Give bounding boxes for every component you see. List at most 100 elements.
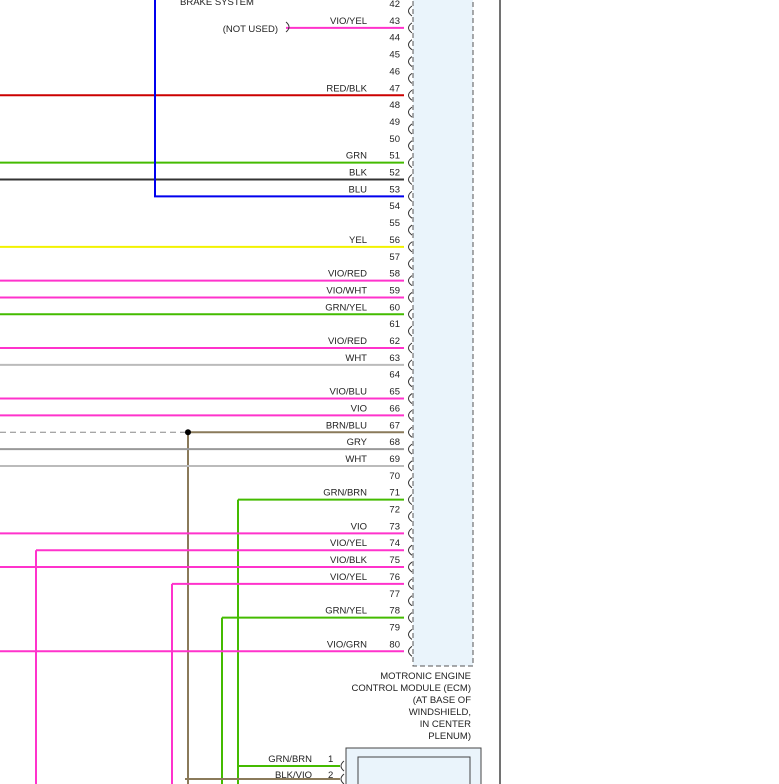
pin-terminal-icon xyxy=(408,5,413,17)
pin-number: 75 xyxy=(389,555,400,566)
brake-system-label: BRAKE SYSTEM xyxy=(180,0,254,8)
pin-number: 62 xyxy=(389,336,400,347)
connector-terminal-icon xyxy=(340,773,345,784)
pin-number: 73 xyxy=(389,521,400,532)
wire-label: VIO/RED xyxy=(328,269,367,280)
pin-terminal-icon xyxy=(408,443,413,455)
pin-number: 69 xyxy=(389,454,400,465)
pin-number: 52 xyxy=(389,168,400,179)
pin-number: 56 xyxy=(389,235,400,246)
wire-label: VIO/WHT xyxy=(326,285,367,296)
wire-label: VIO xyxy=(351,521,367,532)
connector-wire-label: GRN/BRN xyxy=(268,754,312,765)
pin-number: 78 xyxy=(389,606,400,617)
wire xyxy=(154,0,404,198)
pin-terminal-icon xyxy=(408,39,413,51)
pin-number: 49 xyxy=(389,117,400,128)
pin-terminal-icon xyxy=(408,527,413,539)
pin-terminal-icon xyxy=(408,56,413,67)
pin-terminal-icon xyxy=(408,460,413,472)
pin-number: 74 xyxy=(389,538,400,549)
pin-terminal-icon xyxy=(408,561,413,573)
wire-label: VIO/GRN xyxy=(327,639,367,650)
not-used-label: (NOT USED) xyxy=(223,24,278,35)
ecm-module-body xyxy=(412,0,474,667)
pin-terminal-icon xyxy=(408,477,413,489)
pin-number: 67 xyxy=(389,420,400,431)
pin-number: 71 xyxy=(389,488,400,499)
wire-label: VIO/BLU xyxy=(330,387,368,398)
pin-terminal-icon xyxy=(408,140,413,152)
pin-number: 44 xyxy=(389,33,400,44)
splice-dot-icon xyxy=(185,429,191,436)
bottom-connector-inner xyxy=(357,756,471,784)
pin-terminal-icon xyxy=(408,207,413,219)
pin-number: 63 xyxy=(389,353,400,364)
pin-terminal-icon xyxy=(408,258,413,270)
pin-number: 48 xyxy=(389,100,400,111)
pin-number: 70 xyxy=(389,471,400,482)
wire-label: VIO/BLK xyxy=(330,555,368,566)
wire-label: RED/BLK xyxy=(326,83,367,94)
pin-terminal-icon xyxy=(408,275,413,287)
pin-number: 58 xyxy=(389,269,400,280)
pin-number: 57 xyxy=(389,252,400,263)
wire-label: GRN/BRN xyxy=(323,488,367,499)
ecm-caption-line: IN CENTER xyxy=(420,719,471,730)
pin-number: 55 xyxy=(389,218,400,229)
pin-number: 54 xyxy=(389,201,400,212)
pin-terminal-icon xyxy=(408,325,413,337)
pin-layer: 4243VIO/YEL44454647RED/BLK48495051GRN52B… xyxy=(323,0,413,657)
pin-number: 42 xyxy=(389,0,400,10)
pin-terminal-icon xyxy=(408,511,413,522)
pin-terminal-icon xyxy=(408,89,413,101)
pin-terminal-icon xyxy=(408,494,413,506)
wire-label: VIO/RED xyxy=(328,336,367,347)
pin-terminal-icon xyxy=(408,612,413,624)
pin-number: 60 xyxy=(389,302,400,313)
pin-terminal-icon xyxy=(408,342,413,354)
pin-terminal-icon xyxy=(408,241,413,253)
wire-label: VIO/YEL xyxy=(330,16,367,27)
pin-number: 45 xyxy=(389,50,400,61)
pin-number: 79 xyxy=(389,622,400,633)
ecm-caption-line: PLENUM) xyxy=(428,731,471,742)
wire-label: BRN/BLU xyxy=(326,420,367,431)
pin-number: 77 xyxy=(389,589,400,600)
pin-terminal-icon xyxy=(408,22,413,34)
wire-label: BLK xyxy=(349,168,368,179)
bottom-connector-body xyxy=(345,747,482,784)
wire-label: GRY xyxy=(347,437,368,448)
not-used-terminal-icon xyxy=(285,21,290,33)
ecm-caption-line: (AT BASE OF xyxy=(413,695,471,706)
pin-number: 80 xyxy=(389,639,400,650)
pin-number: 66 xyxy=(389,403,400,414)
pin-number: 51 xyxy=(389,151,400,162)
wire-label: WHT xyxy=(345,353,367,364)
connector-pin-number: 1 xyxy=(328,754,333,765)
ecm-caption-line: MOTRONIC ENGINE xyxy=(380,671,471,682)
ecm-caption: MOTRONIC ENGINE CONTROL MODULE (ECM) (AT… xyxy=(352,671,472,742)
connector-pin-number: 2 xyxy=(328,770,333,781)
pin-terminal-icon xyxy=(408,224,413,236)
connector-terminal-icon xyxy=(340,760,345,772)
pin-terminal-icon xyxy=(408,308,413,320)
pin-terminal-icon xyxy=(408,544,413,556)
pin-terminal-icon xyxy=(408,123,413,135)
pin-terminal-icon xyxy=(408,578,413,590)
pin-number: 53 xyxy=(389,184,400,195)
wire-label: BLU xyxy=(349,184,368,195)
pin-terminal-icon xyxy=(408,106,413,118)
ecm-caption-line: WINDSHIELD, xyxy=(409,707,471,718)
wire-label: VIO xyxy=(351,403,367,414)
pin-terminal-icon xyxy=(408,72,413,84)
wire-label: WHT xyxy=(345,454,367,465)
wire-label: GRN xyxy=(346,151,367,162)
wire-label: VIO/YEL xyxy=(330,538,367,549)
pin-number: 43 xyxy=(389,16,400,27)
pin-number: 59 xyxy=(389,285,400,296)
pin-terminal-icon xyxy=(408,409,413,421)
pin-terminal-icon xyxy=(408,426,413,438)
wire-label: YEL xyxy=(349,235,367,246)
